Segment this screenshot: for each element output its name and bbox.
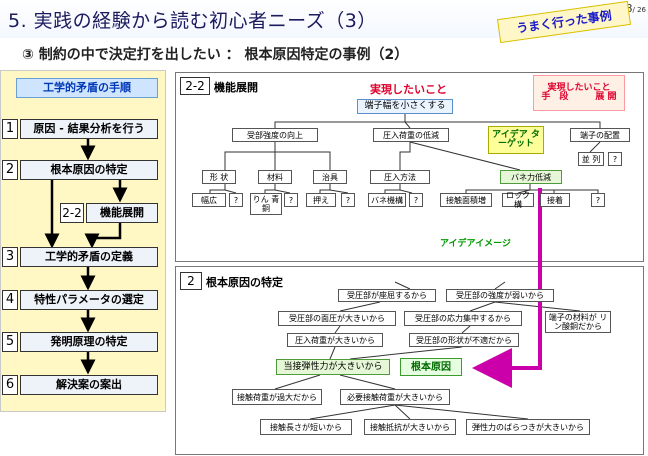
step-2: 根本原因の特定 <box>20 160 158 180</box>
step-number-1: 1 <box>2 119 18 139</box>
l3-node-layout-q: ? <box>608 152 622 166</box>
step-number-3: 3 <box>2 247 18 267</box>
cause-buckling: 受圧部が座屈するから <box>338 289 436 302</box>
step-3: 工学的矛盾の定義 <box>20 247 158 267</box>
step-number-5: 5 <box>2 332 18 352</box>
l3-node-material: 材料 <box>258 170 292 184</box>
step-6: 解決案の案出 <box>20 375 158 395</box>
want-label: 実現したいこと <box>370 83 447 96</box>
idea-target-note: アイデア ターゲット <box>488 126 544 154</box>
l3-node-shape: 形 状 <box>202 170 236 184</box>
l2-node-strength: 受部強度の向上 <box>232 128 318 142</box>
cause-contact-elastic-force: 当接弾性力が大きいから <box>276 359 390 375</box>
l4-node-spring-q: ? <box>591 193 605 207</box>
legend-line1: 実現したいこと <box>547 83 611 93</box>
section2-label: 根本原因の特定 <box>206 276 283 289</box>
top-goal-node: 端子幅を小さくする <box>357 99 453 114</box>
l4-node-contact-area: 接触面積増 <box>440 193 492 207</box>
l3-node-jig: 治具 <box>313 170 347 184</box>
cause-stress-concentration: 受圧部の応力集中するから <box>404 311 522 326</box>
step-1: 原因 - 結果分析を行う <box>20 119 158 139</box>
step-2-2: 機能展開 <box>86 203 158 223</box>
cause-press-load: 圧入荷重が大きいから <box>287 333 383 347</box>
cause-elastic-variation: 弾性力のばらつきが大きいから <box>466 419 590 435</box>
root-cause-arrow <box>472 188 542 388</box>
slide-subtitle: ③ 制約の中で決定打を出したい ： 根本原因特定の事例（2） <box>22 47 409 63</box>
section1-tag: 2-2 <box>180 77 210 95</box>
arrow-22-3 <box>84 222 122 249</box>
cause-terminal-material: 端子の材料が リン酸銅だから <box>545 311 611 333</box>
step-number-4: 4 <box>2 290 18 310</box>
cause-required-contact-load: 必要接触荷重が大きいから <box>340 389 450 405</box>
l2-node-layout: 端子の配置 <box>570 128 630 142</box>
l4-node-hold: 押え <box>306 193 336 207</box>
legend-box: 実現したいこと 手 段 展 開 <box>533 75 625 111</box>
cause-weak-strength: 受圧部の強度が弱いから <box>446 289 554 302</box>
step-number-2-2: 2-2 <box>60 203 84 223</box>
l4-node-material-q: ? <box>284 193 298 207</box>
cause-excess-contact-load: 接触荷重が過大だから <box>232 389 322 405</box>
l4-node-bronze: りん 青銅 <box>250 193 282 215</box>
l3-node-parallel: 並 列 <box>578 152 604 166</box>
cause-contact-resistance: 接触抵抗が大きいから <box>364 419 456 435</box>
cause-short-contact: 接触長さが短いから <box>260 419 352 435</box>
page-total: / 26 <box>632 6 647 14</box>
l3-node-press-method: 圧入方法 <box>370 170 430 184</box>
l4-node-shape-q: ? <box>229 193 243 207</box>
section1-label: 機能展開 <box>214 81 258 94</box>
l4-node-jig-q: ? <box>341 193 355 207</box>
step-4: 特性パラメータの選定 <box>20 290 158 310</box>
root-cause-label: 根本原因 <box>400 358 462 376</box>
legend-line2: 手 段 展 開 <box>541 92 617 102</box>
cause-surface-pressure: 受圧部の面圧が大きいから <box>278 311 396 326</box>
step-5: 発明原理の特定 <box>20 332 158 352</box>
l4-node-adhesive: 接着 <box>540 193 570 207</box>
l4-node-wide: 幅広 <box>192 193 226 207</box>
idea-image-label: アイデアイメージ <box>440 239 511 249</box>
l4-node-spring-mech: バネ機構 <box>368 193 406 207</box>
l4-node-lock: ロック構 <box>502 191 534 209</box>
l2-node-load: 圧入荷重の低減 <box>373 128 449 142</box>
l3-node-spring-reduce: バネ力低減 <box>500 170 562 184</box>
slide-title: 5. 実践の経験から読む初心者ニーズ（3） <box>8 10 377 32</box>
section2-tag: 2 <box>180 272 202 290</box>
step-number-6: 6 <box>2 375 18 395</box>
l4-node-press-q: ? <box>409 193 423 207</box>
cause-shape-unfit: 受圧部の形状が不適だから <box>409 333 519 347</box>
step-number-2: 2 <box>2 160 18 180</box>
steps-heading: 工学的矛盾の手順 <box>16 78 158 98</box>
